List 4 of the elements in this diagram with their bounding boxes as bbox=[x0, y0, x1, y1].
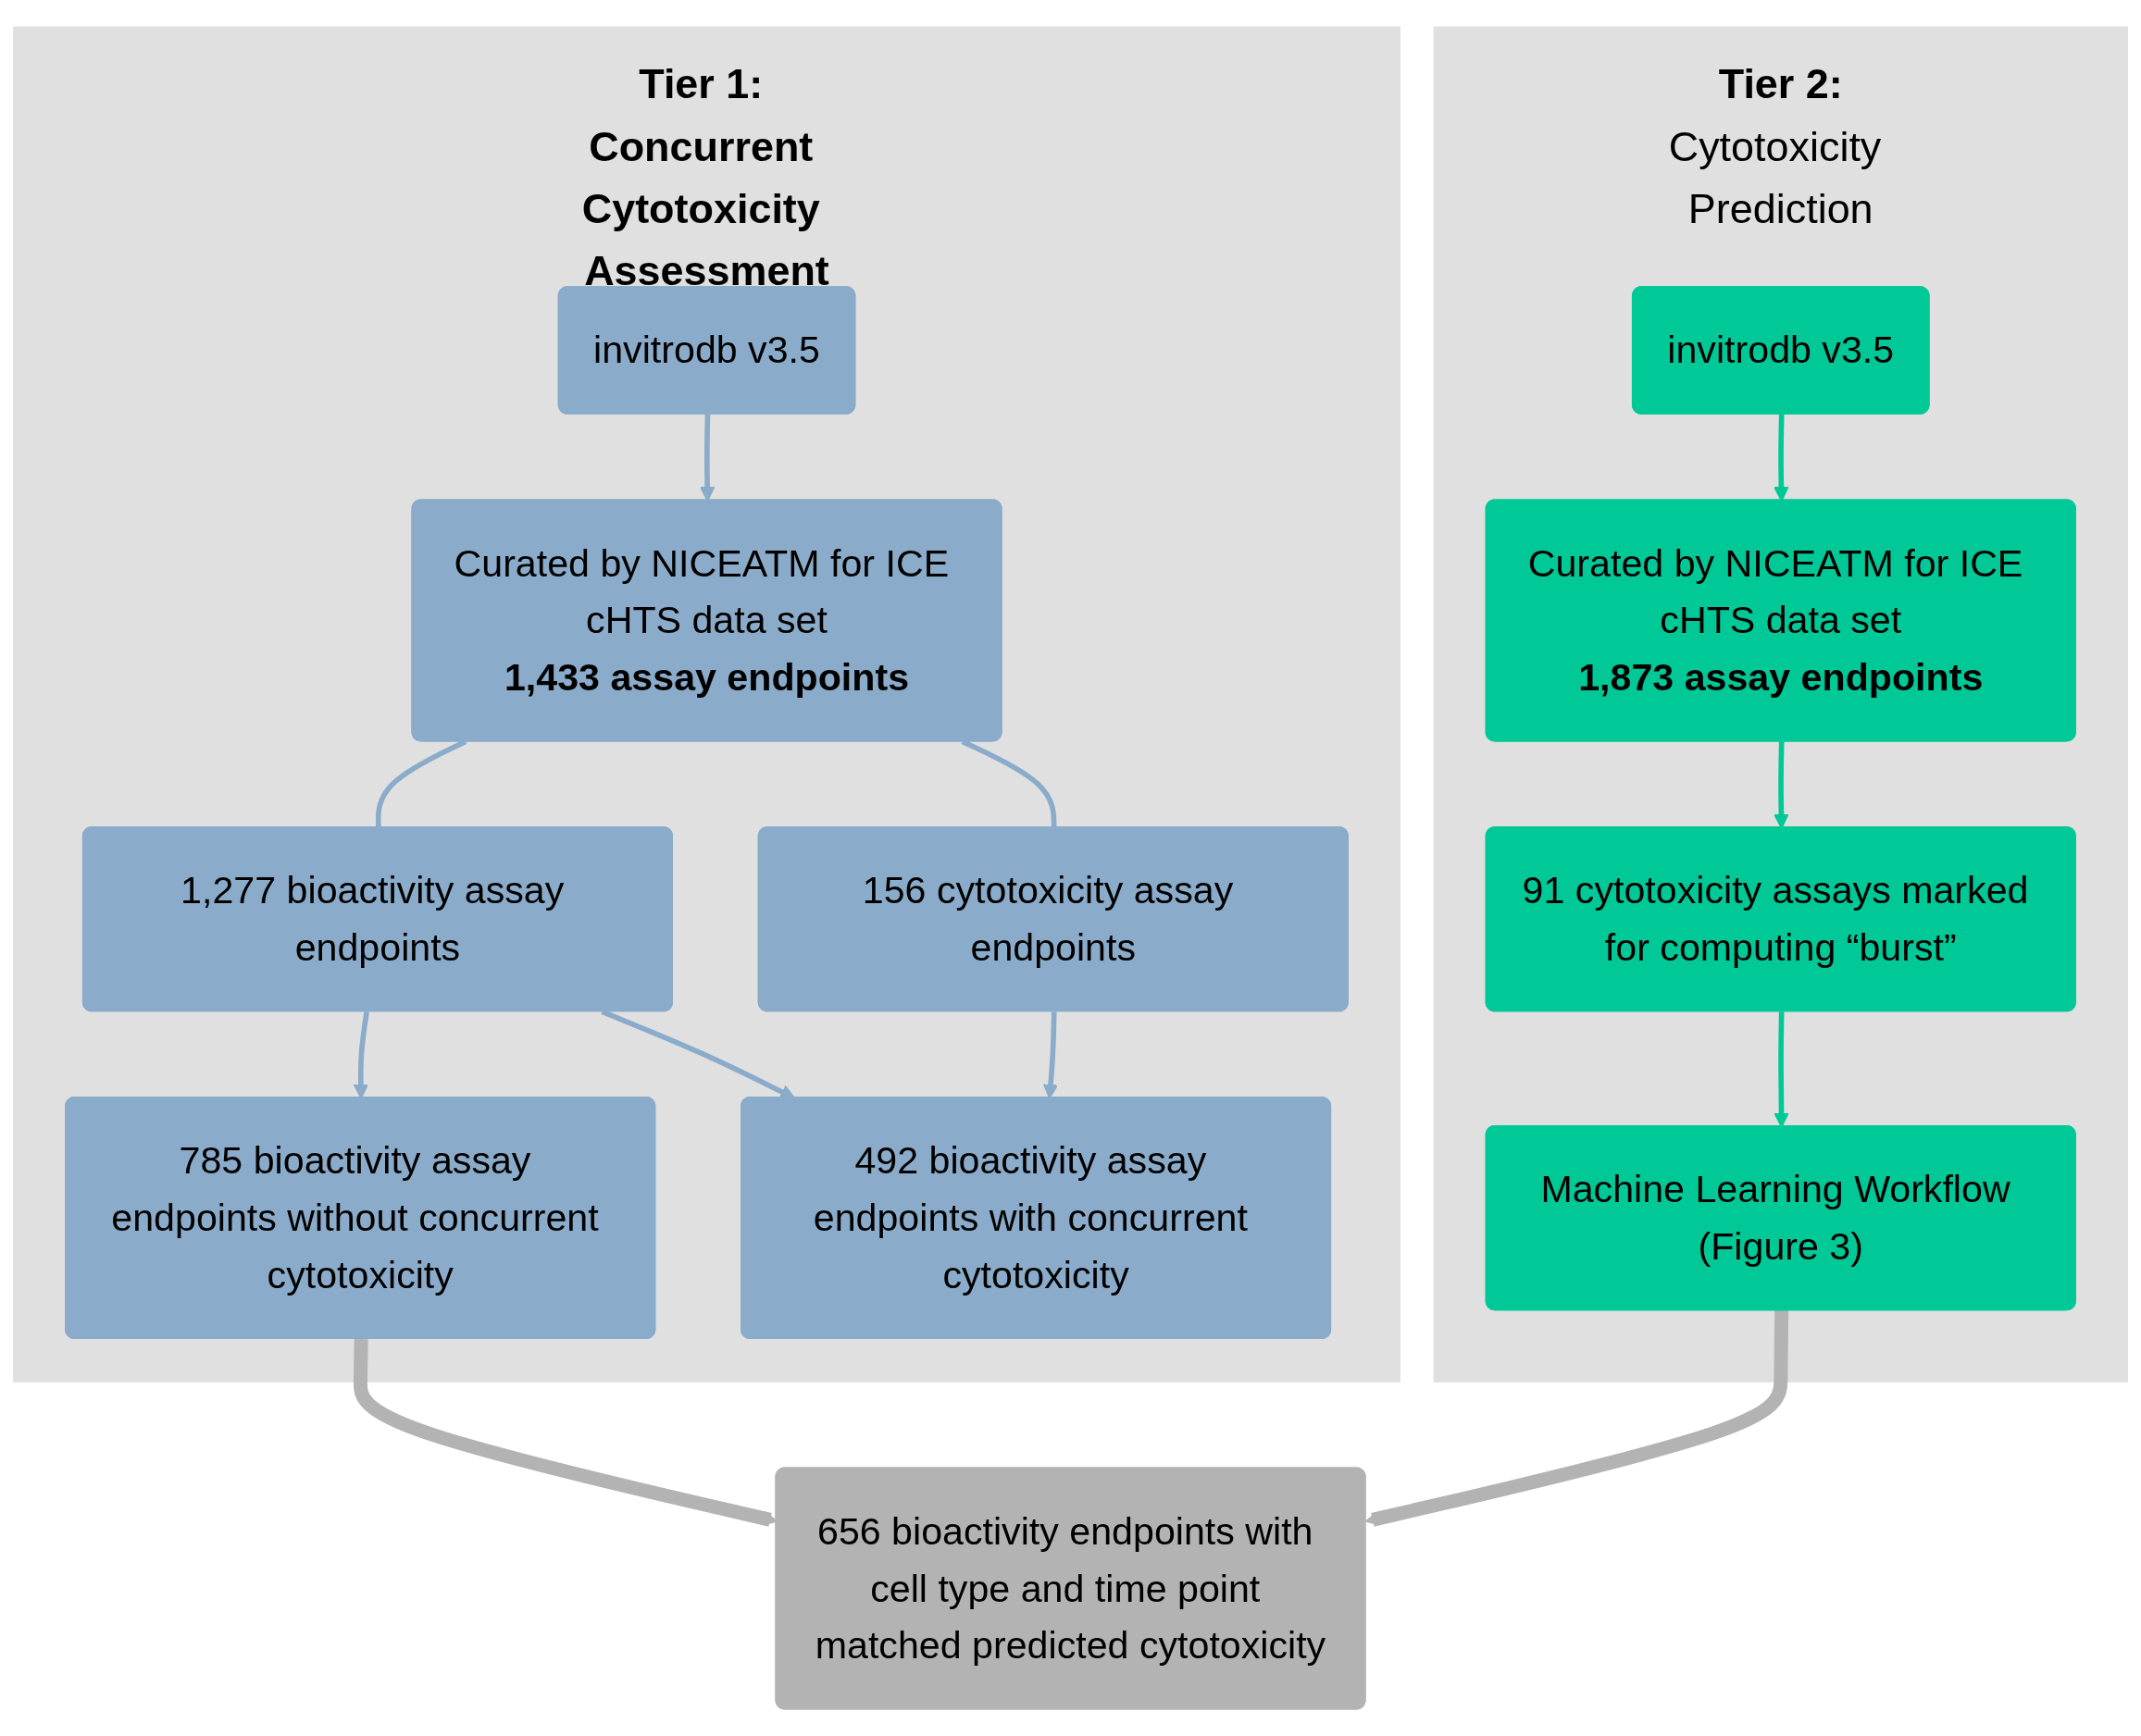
arrow bbox=[1364, 1310, 1789, 1527]
arrow bbox=[699, 414, 716, 502]
arrow bbox=[1774, 414, 1789, 502]
arrow bbox=[1774, 741, 1789, 829]
